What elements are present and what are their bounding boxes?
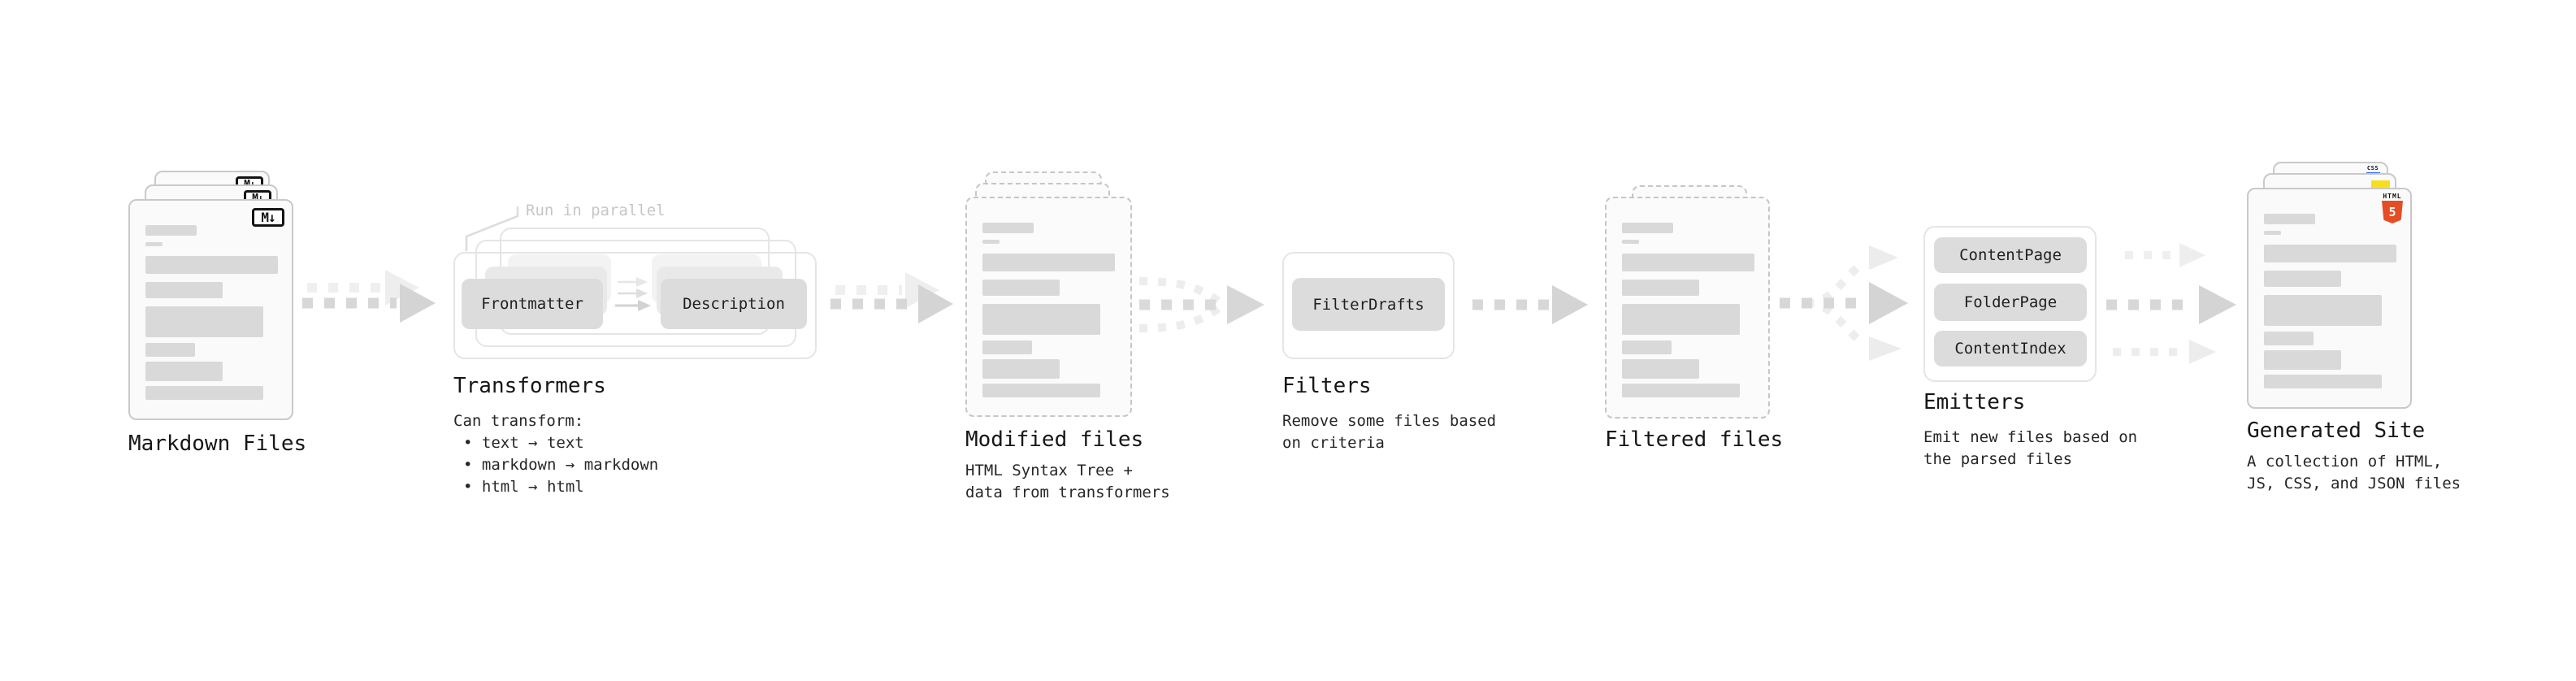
doc-line	[2264, 271, 2341, 287]
html5-icon: HTML 5	[2382, 193, 2403, 223]
arrow-markdown-to-transformers	[302, 270, 436, 323]
doc-line	[145, 386, 263, 400]
markdown-files-label: Markdown Files	[128, 432, 307, 456]
doc-line	[2264, 332, 2314, 345]
doc-line	[145, 256, 278, 274]
contentindex-pill: ContentIndex	[1934, 331, 2087, 367]
filters-description: Remove some files based on criteria	[1282, 410, 1496, 454]
doc-line	[145, 282, 223, 298]
filters-title: Filters	[1282, 374, 1372, 398]
doc-line	[1622, 359, 1699, 379]
filtered-files-label: Filtered files	[1605, 427, 1784, 452]
transformers-title: Transformers	[453, 374, 606, 398]
doc-line	[1622, 304, 1740, 335]
arrow-modified-to-filters-converge	[1138, 277, 1264, 332]
doc-line	[2264, 375, 2382, 388]
html5-word: HTML	[2383, 193, 2402, 200]
doc-line	[982, 359, 1060, 379]
frontmatter-pill: Frontmatter	[462, 279, 603, 329]
doc-line	[2264, 350, 2341, 370]
doc-line	[1622, 340, 1672, 354]
doc-line	[982, 340, 1032, 354]
css-label: CSS	[2366, 165, 2379, 171]
doc-line	[982, 254, 1115, 271]
desc-line: HTML Syntax Tree +	[965, 462, 1133, 479]
contentpage-pill: ContentPage	[1934, 237, 2087, 273]
emitters-title: Emitters	[1923, 390, 2026, 414]
desc-line: JS, CSS, and JSON files	[2247, 475, 2461, 492]
description-pill: Description	[661, 279, 807, 329]
filtered-doc-front	[1605, 197, 1770, 419]
doc-line	[982, 304, 1100, 335]
arrow-emitters-to-generated	[2106, 243, 2236, 364]
doc-line	[145, 343, 195, 357]
doc-line	[982, 240, 1000, 244]
modified-files-label: Modified files	[965, 427, 1144, 452]
doc-line	[145, 362, 223, 381]
doc-line	[2264, 295, 2382, 326]
html5-shield: 5	[2382, 201, 2403, 223]
arrow-filters-to-filtered	[1472, 285, 1588, 324]
html5-five: 5	[2388, 205, 2396, 219]
generated-doc-front: HTML 5	[2247, 188, 2412, 409]
doc-line	[1622, 223, 1673, 233]
doc-line	[1622, 384, 1740, 397]
transformer-card-front	[453, 252, 817, 359]
run-in-parallel-annotation: Run in parallel	[526, 202, 666, 219]
folderpage-pill: FolderPage	[1934, 284, 2087, 321]
doc-line	[145, 242, 163, 246]
doc-line	[145, 306, 263, 337]
generated-site-description: A collection of HTML, JS, CSS, and JSON f…	[2247, 451, 2461, 495]
arrow-filtered-to-emitters-diverge	[1780, 245, 1908, 361]
doc-line	[2264, 214, 2315, 224]
doc-line	[1622, 240, 1639, 244]
doc-line	[145, 225, 197, 236]
desc-line: Remove some files based	[1282, 412, 1497, 430]
emitters-description: Emit new files based on the parsed files	[1923, 427, 2137, 471]
doc-line	[1622, 280, 1699, 296]
capability-item: text → text	[463, 432, 658, 454]
modified-files-description: HTML Syntax Tree + data from transformers	[965, 460, 1170, 504]
desc-line: A collection of HTML,	[2247, 453, 2443, 471]
doc-line	[1622, 254, 1754, 271]
desc-line: Emit new files based on	[1923, 428, 2138, 446]
generated-site-label: Generated Site	[2247, 419, 2426, 443]
capability-item: html → html	[463, 476, 658, 498]
transformers-subtitle: Can transform:	[453, 412, 584, 430]
filterdrafts-pill: FilterDrafts	[1292, 278, 1445, 331]
doc-line	[2264, 245, 2396, 262]
capability-item: markdown → markdown	[463, 454, 658, 476]
modified-doc-front	[965, 197, 1132, 417]
desc-line: on criteria	[1282, 434, 1385, 452]
desc-line: the parsed files	[1923, 450, 2073, 468]
doc-line	[2264, 231, 2281, 235]
markdown-icon: M↓	[252, 208, 284, 227]
js-file-icon	[2371, 180, 2390, 189]
doc-line	[982, 223, 1034, 233]
markdown-doc-front: M↓	[128, 199, 293, 420]
desc-line: data from transformers	[965, 484, 1170, 501]
doc-line	[982, 280, 1060, 296]
transformers-capabilities-list: text → text markdown → markdown html → h…	[463, 432, 658, 498]
doc-line	[982, 384, 1100, 397]
arrow-transformers-to-modified	[830, 272, 953, 323]
